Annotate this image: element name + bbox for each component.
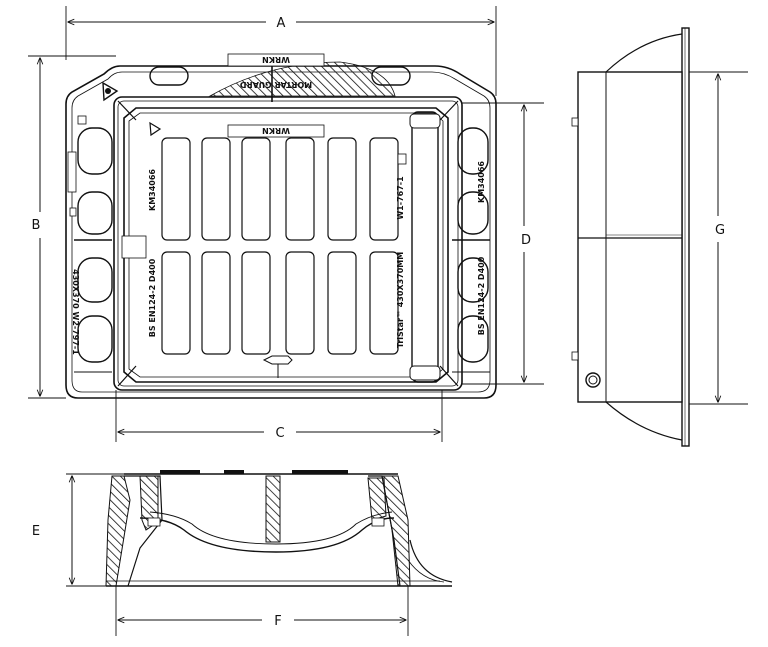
dimension-d-label: D bbox=[521, 233, 531, 248]
side-elevation: G bbox=[571, 27, 748, 447]
dimension-a-label: A bbox=[277, 16, 286, 31]
tristar-logo-icon bbox=[102, 81, 119, 102]
tristar-logo-small-icon bbox=[149, 121, 162, 137]
frame-kitemark-right: KM34066 bbox=[477, 161, 486, 203]
dimension-a: A bbox=[65, 6, 497, 96]
dimension-e-label: E bbox=[32, 524, 40, 539]
section-right-wall bbox=[381, 475, 411, 587]
dimension-b-label: B bbox=[32, 218, 41, 233]
lift-slot-top-right bbox=[371, 66, 411, 86]
lift-slot-top-left bbox=[149, 66, 189, 86]
left-frame-mark: 430X370 W2-797-1 bbox=[71, 269, 80, 355]
side-body bbox=[577, 71, 683, 403]
hinge-bar bbox=[397, 111, 441, 383]
dimension-f-label: F bbox=[274, 614, 281, 629]
drain-plug-icon bbox=[585, 372, 601, 388]
lock-keyhole-icon bbox=[262, 355, 293, 378]
front-section: E F bbox=[32, 470, 453, 636]
dimension-b: B bbox=[28, 55, 116, 399]
cover-kitemark: KM34066 bbox=[148, 169, 157, 211]
brand-top-text: WRKN bbox=[262, 55, 290, 64]
cover-product-code: W1-767-1 bbox=[396, 176, 405, 220]
dimension-g-label: G bbox=[715, 223, 725, 238]
dimension-c-label: C bbox=[275, 426, 284, 441]
mortar-guard-text: MORTAR GUARD bbox=[239, 80, 312, 89]
dimension-f: F bbox=[115, 586, 409, 636]
frame-inner-outline bbox=[71, 71, 491, 393]
dimension-d: D bbox=[462, 102, 544, 385]
frame-outline bbox=[65, 65, 497, 399]
brand-inner-text: WRKN bbox=[262, 126, 290, 135]
cover-product-name: TriStar™ 430X370MM bbox=[396, 252, 405, 349]
grating-bottom-row bbox=[161, 251, 399, 355]
side-flange bbox=[681, 27, 690, 447]
cover-standard: BS EN124-2 D400 bbox=[148, 258, 157, 337]
clear-opening bbox=[113, 96, 463, 391]
cover: WRKN bbox=[117, 100, 459, 387]
mortar-guard-hatch bbox=[208, 61, 396, 97]
side-slots-left bbox=[67, 115, 113, 363]
frame-standard-right: BS EN124-2 D400 bbox=[477, 256, 486, 335]
dimension-e: E bbox=[32, 473, 124, 587]
grating-top-row bbox=[161, 137, 399, 241]
dimension-g: G bbox=[689, 71, 748, 405]
plan-view: WRKN MORTAR GUARD bbox=[28, 6, 544, 442]
dimension-c: C bbox=[115, 390, 443, 442]
section-left-wall bbox=[105, 475, 131, 587]
